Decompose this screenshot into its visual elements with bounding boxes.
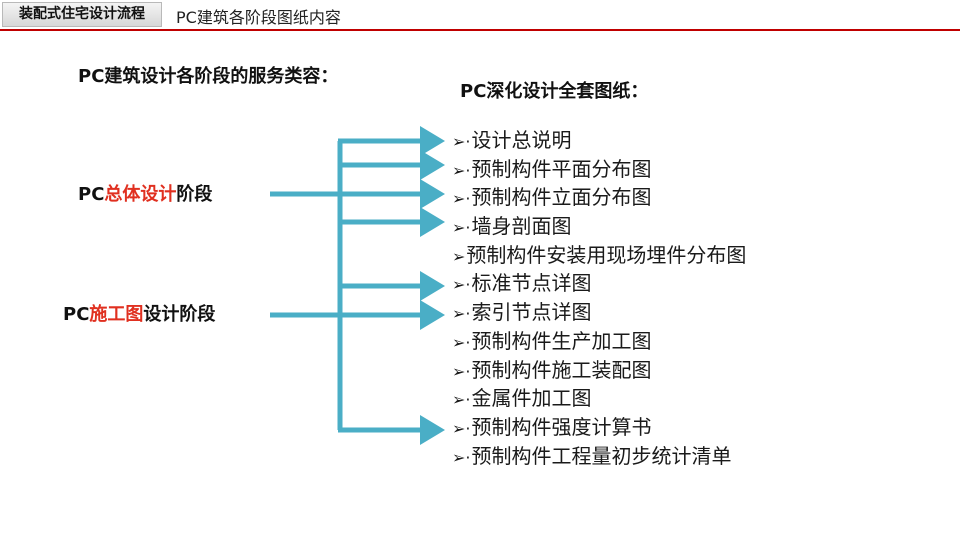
arrow-bullet-icon: ➢·: [452, 418, 471, 438]
list-item-label: 预制构件施工装配图: [471, 357, 652, 382]
list-item-label: 索引节点详图: [471, 300, 592, 325]
page-title: PC建筑各阶段图纸内容: [176, 8, 341, 27]
left-heading: PC建筑设计各阶段的服务类容：: [78, 66, 339, 87]
arrow-bullet-icon: ➢·: [452, 390, 471, 410]
list-item-label: 墙身剖面图: [471, 214, 572, 239]
list-item-label: 标准节点详图: [471, 271, 592, 296]
arrow-bullet-icon: ➢·: [452, 132, 471, 151]
list-item-label: 金属件加工图: [471, 386, 592, 411]
list-item: ➢·设计总说明: [452, 126, 746, 155]
arrow-bullet-icon: ➢: [452, 246, 466, 266]
right-heading: PC深化设计全套图纸：: [460, 81, 649, 102]
list-item-label: 预制构件安装用现场埋件分布图: [466, 242, 747, 267]
list-item: ➢·预制构件立面分布图: [452, 183, 746, 212]
arrow-bullet-icon: ➢·: [452, 218, 471, 238]
list-item-label: 预制构件平面分布图: [471, 156, 652, 181]
stage-prefix: PC: [78, 184, 105, 205]
list-item: ➢·预制构件施工装配图: [452, 356, 746, 385]
list-item: ➢·预制构件强度计算书: [452, 413, 746, 442]
list-item: ➢·标准节点详图: [452, 269, 746, 298]
list-item: ➢·索引节点详图: [452, 298, 746, 327]
arrow-bullet-icon: ➢·: [452, 361, 471, 381]
list-item: ➢·预制构件工程量初步统计清单: [452, 442, 746, 471]
section-tab[interactable]: 装配式住宅设计流程: [2, 2, 162, 27]
list-item-label: 预制构件强度计算书: [471, 414, 652, 439]
stage-highlight: 施工图: [89, 304, 144, 325]
arrow-bullet-icon: ➢·: [452, 189, 471, 209]
stage-suffix: 阶段: [176, 184, 213, 205]
list-item-label: 预制构件工程量初步统计清单: [471, 443, 732, 468]
arrow-bullet-icon: ➢·: [452, 332, 471, 352]
list-item-label: 预制构件生产加工图: [471, 328, 652, 353]
stage-construction-drawing: PC施工图设计阶段: [63, 300, 215, 326]
arrow-bullet-icon: ➢·: [452, 160, 471, 180]
stage-suffix: 设计阶段: [143, 304, 216, 325]
list-item-label: 设计总说明: [471, 128, 572, 152]
list-item: ➢·金属件加工图: [452, 384, 746, 413]
drawing-list: ➢·设计总说明 ➢·预制构件平面分布图 ➢·预制构件立面分布图 ➢·墙身剖面图 …: [452, 126, 746, 470]
slide-header: 装配式住宅设计流程 PC建筑各阶段图纸内容: [0, 0, 960, 31]
arrow-bullet-icon: ➢·: [452, 275, 471, 295]
list-item: ➢·预制构件生产加工图: [452, 327, 746, 356]
stage-overall-design: PC总体设计阶段: [78, 180, 212, 206]
list-item: ➢预制构件安装用现场埋件分布图: [452, 241, 746, 270]
stage-prefix: PC: [63, 304, 90, 325]
arrow-bullet-icon: ➢·: [452, 304, 471, 324]
list-item-label: 预制构件立面分布图: [471, 185, 652, 210]
header-divider: [0, 29, 960, 31]
arrow-bullet-icon: ➢·: [452, 447, 471, 467]
stage-highlight: 总体设计: [104, 184, 177, 205]
list-item: ➢·墙身剖面图: [452, 212, 746, 241]
list-item: ➢·预制构件平面分布图: [452, 155, 746, 184]
